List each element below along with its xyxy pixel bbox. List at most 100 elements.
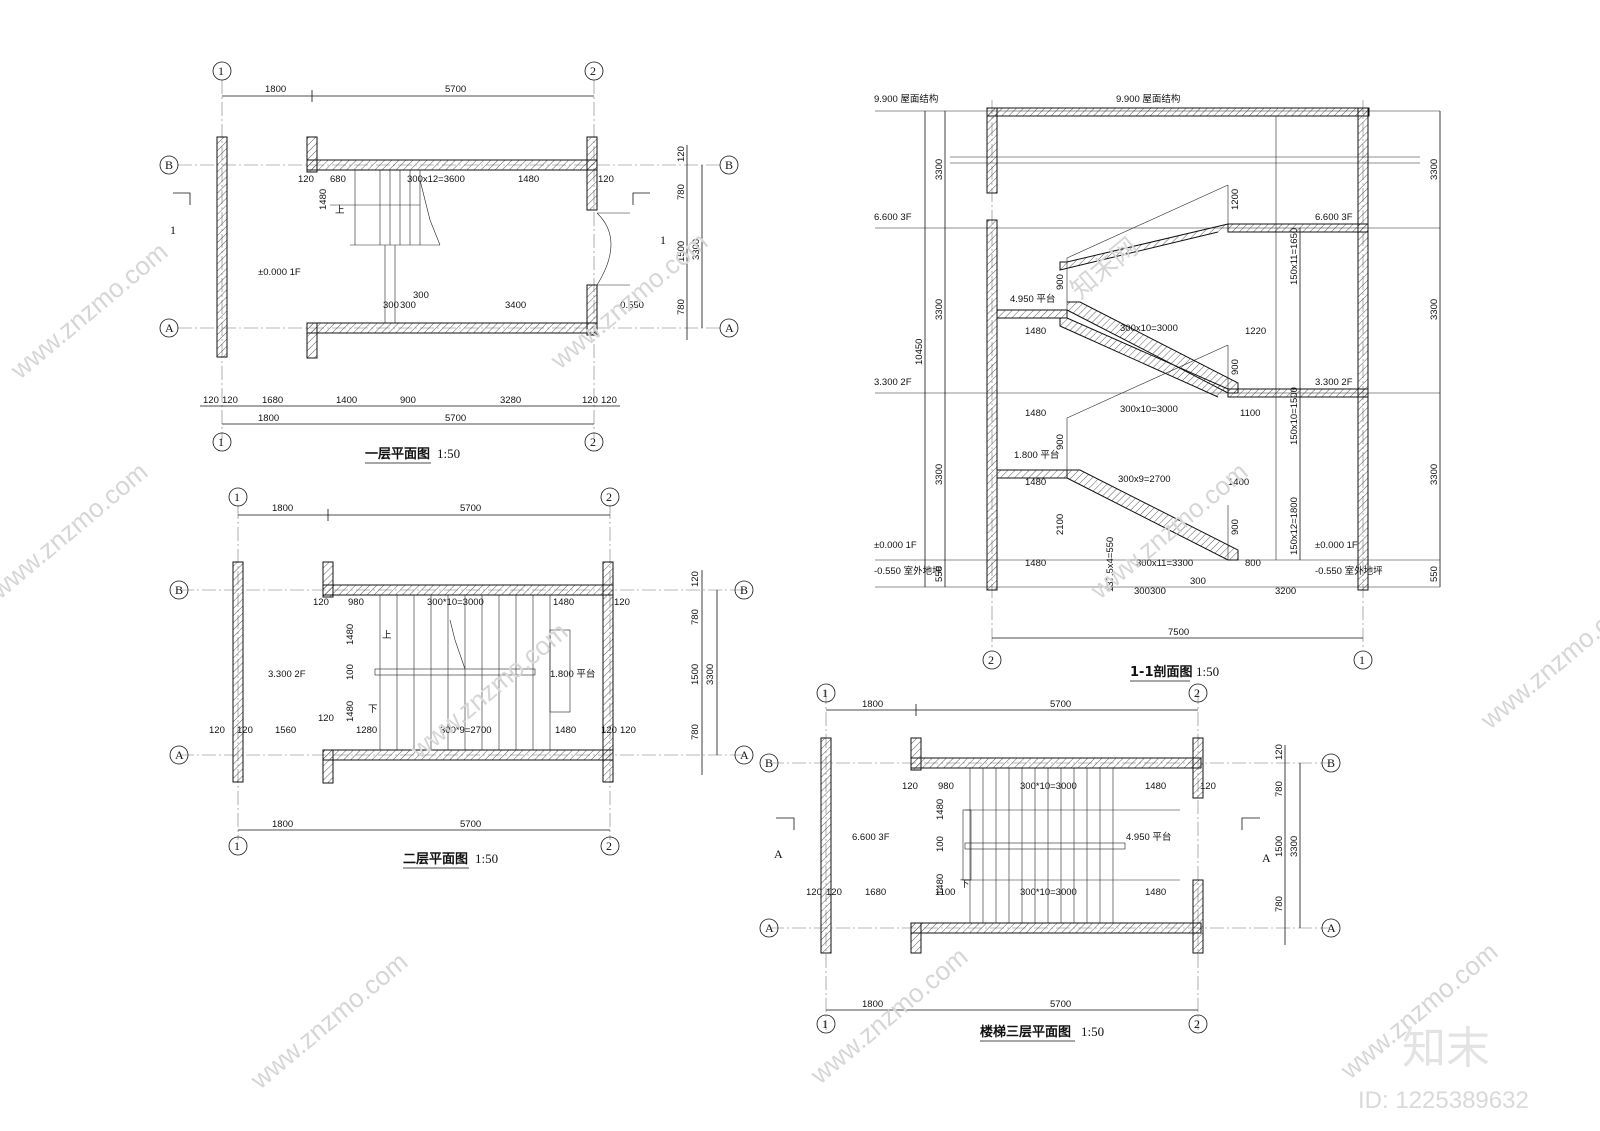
plan3-axis-2-top: 2 bbox=[1194, 686, 1200, 700]
watermark-text-4: www.znzmo.com bbox=[404, 616, 573, 765]
plan3-section-mark-right bbox=[1241, 817, 1260, 830]
section-left-total: 10450 bbox=[914, 339, 925, 365]
plan1-inner-1480v: 1480 bbox=[318, 189, 329, 210]
section-bottom-7500: 7500 bbox=[1168, 627, 1189, 638]
plan2-bot-5700: 5700 bbox=[460, 819, 481, 830]
section-dim-300b: 300 bbox=[1134, 586, 1150, 597]
section-right-550: 550 bbox=[1429, 566, 1440, 582]
plan1-inner-run: 300x12=3600 bbox=[407, 174, 465, 185]
plan1-level-1f: ±0.000 1F bbox=[258, 267, 301, 278]
plan3-section-mark-left bbox=[776, 817, 795, 830]
section-dim-900d: 900 bbox=[1230, 519, 1241, 535]
plan3-axis-1-bottom: 1 bbox=[822, 1017, 828, 1031]
plan1-axis-b-left: B bbox=[165, 158, 173, 172]
plan1-section-mark-left bbox=[173, 192, 191, 205]
section-left-level-4: -0.550 室外地坪 bbox=[874, 565, 942, 577]
watermark-text-2: www.znzmo.com bbox=[544, 226, 713, 375]
plan3-section-label-left: A bbox=[774, 847, 783, 861]
plan2-scale: 1:50 bbox=[475, 851, 498, 866]
plan2-down-label: 下 bbox=[368, 704, 378, 715]
section-left-3300b: 3300 bbox=[934, 299, 945, 320]
plan3-axis-b-left: B bbox=[765, 756, 773, 770]
plan3-inner-1480a: 1480 bbox=[1145, 781, 1166, 792]
plan2-inner-120d: 120 bbox=[237, 725, 253, 736]
section-right-3300a: 3300 bbox=[1429, 159, 1440, 180]
plan2-inner-1480v-a: 1480 bbox=[345, 624, 356, 645]
plan2-right-1500: 1500 bbox=[690, 664, 701, 685]
plan2-level: 3.300 2F bbox=[268, 669, 306, 680]
plan2-inner-120e: 120 bbox=[318, 713, 334, 724]
plan3-inner-120a: 120 bbox=[902, 781, 918, 792]
plan2-inner-1480v-b: 1480 bbox=[345, 701, 356, 722]
section-landing-1800: 1.800 平台 bbox=[1014, 449, 1059, 461]
plan1-dim-1800-top: 1800 bbox=[265, 84, 286, 95]
plan2-inner-120a: 120 bbox=[313, 597, 329, 608]
plan1-inner-3400: 3400 bbox=[505, 300, 526, 311]
plan2-dim-1800-top: 1800 bbox=[272, 503, 293, 514]
plan2-inner-980: 980 bbox=[348, 597, 364, 608]
section-dim-1400: 1400 bbox=[1228, 477, 1249, 488]
section-1-1: 9.900 屋面结构 6.600 3F 3.300 2F ±0.000 1F -… bbox=[874, 93, 1441, 682]
plan2-inner-120c: 120 bbox=[209, 725, 225, 736]
section-dim-1220: 1220 bbox=[1245, 326, 1266, 337]
plan1-bot-120b: 120 bbox=[222, 395, 238, 406]
plan2-right-780b: 780 bbox=[690, 724, 701, 740]
plan1-title: 一层平面图 bbox=[365, 447, 430, 462]
plan2-inner-1480b: 1480 bbox=[555, 725, 576, 736]
section-stair-riser-11: 150x11=1650 bbox=[1289, 228, 1300, 285]
plan1-stair bbox=[330, 170, 441, 323]
section-dim-1480a: 1480 bbox=[1025, 326, 1046, 337]
watermark-logo: 知末 bbox=[1402, 1023, 1490, 1074]
section-dim-900a: 900 bbox=[1055, 274, 1066, 290]
plan2-right-3300: 3300 bbox=[705, 664, 716, 685]
section-dim-900c: 900 bbox=[1055, 434, 1066, 450]
plan1-inner-1480: 1480 bbox=[518, 174, 539, 185]
plan1-scale: 1:50 bbox=[437, 446, 460, 461]
section-right-3300b: 3300 bbox=[1429, 299, 1440, 320]
third-floor-plan: 1800 5700 下 120 980 300 bbox=[759, 683, 1341, 1042]
section-left-level-3: ±0.000 1F bbox=[874, 540, 917, 551]
plan3-right-1500: 1500 bbox=[1274, 836, 1285, 857]
plan3-inner-1480b: 1480 bbox=[1145, 887, 1166, 898]
section-title: 1-1剖面图 bbox=[1130, 664, 1193, 680]
watermark-text-1: www.znzmo.com bbox=[4, 236, 173, 385]
section-dim-900b: 900 bbox=[1230, 359, 1241, 375]
plan1-axis-a-right: A bbox=[725, 321, 734, 335]
plan3-inner-1480v-a: 1480 bbox=[935, 799, 946, 820]
plan2-dim-5700-top: 5700 bbox=[460, 503, 481, 514]
plan3-axis-a-right: A bbox=[1327, 921, 1336, 935]
plan3-dim-1800-top: 1800 bbox=[862, 699, 883, 710]
plan2-up-label: 上 bbox=[382, 630, 392, 641]
second-floor-plan: 1800 5700 上 下 120 980 300*10=3000 bbox=[169, 487, 754, 869]
watermark-text-9: www.znzmo.com bbox=[1474, 586, 1600, 735]
plan1-axis-1-top: 1 bbox=[218, 64, 224, 78]
plan2-landing: 1.800 平台 bbox=[550, 668, 595, 680]
section-left-3300c: 3300 bbox=[934, 464, 945, 485]
plan3-right-780b: 780 bbox=[1274, 896, 1285, 912]
plan2-right-780a: 780 bbox=[690, 609, 701, 625]
plan1-section-label-right: 1 bbox=[660, 233, 666, 247]
section-axis-right: 1 bbox=[1359, 653, 1365, 667]
plan2-stair bbox=[374, 595, 571, 750]
plan3-bot-5700: 5700 bbox=[1050, 999, 1071, 1010]
plan3-down-label: 下 bbox=[960, 879, 970, 890]
plan1-inner-300a: 300 bbox=[383, 300, 399, 311]
plan3-level: 6.600 3F bbox=[852, 832, 890, 843]
section-left-3300a: 3300 bbox=[934, 159, 945, 180]
section-stair-tread-9: 300x9=2700 bbox=[1118, 474, 1171, 485]
plan1-bot-3280: 3280 bbox=[500, 395, 521, 406]
section-right-level-0: 9.900 屋面结构 bbox=[1116, 93, 1180, 105]
section-right-level-2: 3.300 2F bbox=[1315, 377, 1353, 388]
plan2-inner-run-bot: 300*9=2700 bbox=[440, 725, 492, 736]
watermark-id: ID: 1225389632 bbox=[1358, 1087, 1529, 1114]
section-left-level-1: 6.600 3F bbox=[874, 212, 912, 223]
section-dim-1100: 1100 bbox=[1240, 408, 1260, 419]
plan3-inner-run-bot: 300*10=3000 bbox=[1020, 887, 1077, 898]
plan1-bot-5700: 5700 bbox=[445, 413, 466, 424]
plan3-bot-1800: 1800 bbox=[862, 999, 883, 1010]
plan2-inner-120f: 120 bbox=[601, 725, 617, 736]
plan1-inner-680: 680 bbox=[330, 174, 346, 185]
plan1-inner-120: 120 bbox=[298, 174, 314, 185]
plan3-inner-100: 100 bbox=[935, 836, 946, 852]
section-stair-tread-10b: 300x10=3000 bbox=[1120, 323, 1178, 334]
